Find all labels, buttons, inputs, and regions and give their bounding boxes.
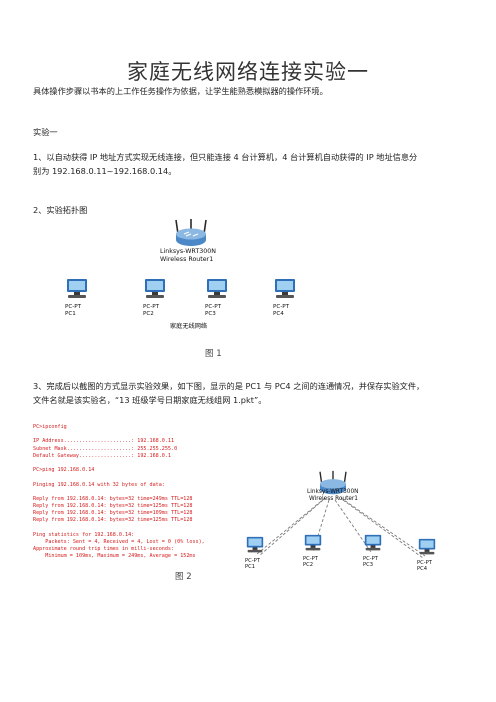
- pc-node: PC-PT PC1: [65, 278, 95, 317]
- pc-name-label: PC3: [205, 310, 216, 317]
- pc-icon: [364, 534, 382, 551]
- pc-icon: [275, 279, 295, 298]
- pc-icon: [418, 538, 436, 555]
- pc-type-label: PC-PT: [143, 304, 160, 310]
- terminal-line: PC>ipconfig: [33, 424, 67, 430]
- router-name-label: Wireless Router1: [309, 496, 358, 502]
- terminal-line: Minimum = 109ms, Maximum = 249ms, Averag…: [33, 553, 196, 560]
- topology-figure-1: Linksys-WRT300N Wireless Router1 PC-PT P…: [60, 210, 390, 340]
- pc-icon: [145, 279, 165, 298]
- terminal-line: Default Gateway.................: 192.16…: [33, 452, 172, 459]
- pc-type-label: PC-PT: [417, 560, 432, 566]
- network-label: 家庭无线网络: [170, 323, 208, 330]
- terminal-line: Packets: Sent = 4, Received = 4, Lost = …: [33, 539, 205, 545]
- pc-name-label: PC3: [363, 562, 374, 568]
- terminal-line: Reply from 192.168.0.14: bytes=32 time=2…: [33, 495, 193, 502]
- terminal-line: [33, 460, 245, 467]
- pc-icon: [304, 534, 322, 551]
- terminal-line: [33, 474, 245, 481]
- terminal-line: Reply from 192.168.0.14: bytes=32 time=1…: [33, 503, 193, 510]
- pc-node: PC-PT PC1: [245, 536, 273, 570]
- pc-name-label: PC4: [417, 566, 428, 572]
- terminal-output: PC>ipconfig IP Address...................…: [33, 424, 245, 560]
- terminal-line: [33, 489, 245, 496]
- terminal-line: Reply from 192.168.0.14: bytes=32 time=1…: [33, 510, 193, 517]
- pc-name-label: PC2: [143, 310, 154, 317]
- pc-node: PC-PT PC4: [273, 278, 303, 317]
- intro-paragraph: 具体操作步骤以书本的上工作任务操作为依据，让学生能熟悉模拟器的操作环境。: [33, 86, 328, 96]
- pc-name-label: PC1: [65, 310, 76, 317]
- terminal-line: Pinging 192.168.0.14 with 32 bytes of da…: [33, 481, 165, 488]
- step3-line2: 文件名就是该实验名，“13 班级学号日期家庭无线组网 1.pkt”。: [33, 395, 267, 405]
- pc-icon: [67, 279, 87, 298]
- terminal-line: [33, 431, 245, 438]
- router-name-label: Wireless Router1: [160, 256, 214, 263]
- pc-node: PC-PT PC4: [417, 538, 445, 572]
- pc-icon: [246, 536, 264, 553]
- figure1-caption: 图 1: [205, 349, 222, 359]
- pc-type-label: PC-PT: [65, 304, 82, 310]
- step1-line1: 1、以自动获得 IP 地址方式实现无线连接，但只能连接 4 台计算机，4 台计算…: [33, 152, 418, 162]
- terminal-line: PC>ping 192.168.0.14: [33, 467, 95, 474]
- terminal-line: Ping statistics for 192.168.0.14:: [33, 531, 135, 538]
- wireless-router-icon: [316, 470, 350, 496]
- step2-heading: 2、实验拓扑图: [33, 205, 88, 215]
- section-heading: 实验一: [33, 127, 58, 137]
- terminal-line: IP Address......................: 192.16…: [33, 438, 175, 445]
- topology-figure-2: Linksys-WRT300N Wireless Router1 PC-PT P…: [245, 470, 470, 572]
- pc-icon: [207, 279, 227, 298]
- figure2-caption: 图 2: [175, 572, 192, 582]
- router-model-label: Linksys-WRT300N: [160, 248, 216, 255]
- terminal-line: Subnet Mask.....................: 255.25…: [33, 445, 178, 452]
- pc-name-label: PC2: [303, 562, 314, 568]
- pc-name-label: PC4: [273, 310, 284, 317]
- pc-type-label: PC-PT: [273, 304, 290, 310]
- terminal-line: [33, 525, 245, 532]
- router-model-label: Linksys-WRT300N: [307, 489, 359, 495]
- terminal-line: Reply from 192.168.0.14: bytes=32 time=1…: [33, 517, 193, 524]
- pc-node: PC-PT PC2: [303, 534, 331, 568]
- step3-line1: 3、完成后以截图的方式显示实验效果，如下图，显示的是 PC1 与 PC4 之间的…: [33, 381, 425, 391]
- pc-node: PC-PT PC3: [363, 534, 391, 568]
- wireless-router-icon: [172, 218, 210, 248]
- step1-line2: 别为 192.168.0.11~192.168.0.14。: [33, 166, 177, 176]
- pc-node: PC-PT PC2: [143, 278, 173, 317]
- terminal-line: Approximate round trip times in milli-se…: [33, 546, 175, 553]
- pc-node: PC-PT PC3: [205, 278, 235, 317]
- pc-type-label: PC-PT: [245, 558, 260, 564]
- pc-type-label: PC-PT: [363, 556, 378, 562]
- wireless-link-pc4: [340, 497, 426, 557]
- pc-name-label: PC1: [245, 564, 256, 570]
- pc-type-label: PC-PT: [303, 556, 318, 562]
- pc-type-label: PC-PT: [205, 304, 222, 310]
- document-title: 家庭无线网络连接实验一: [127, 60, 369, 84]
